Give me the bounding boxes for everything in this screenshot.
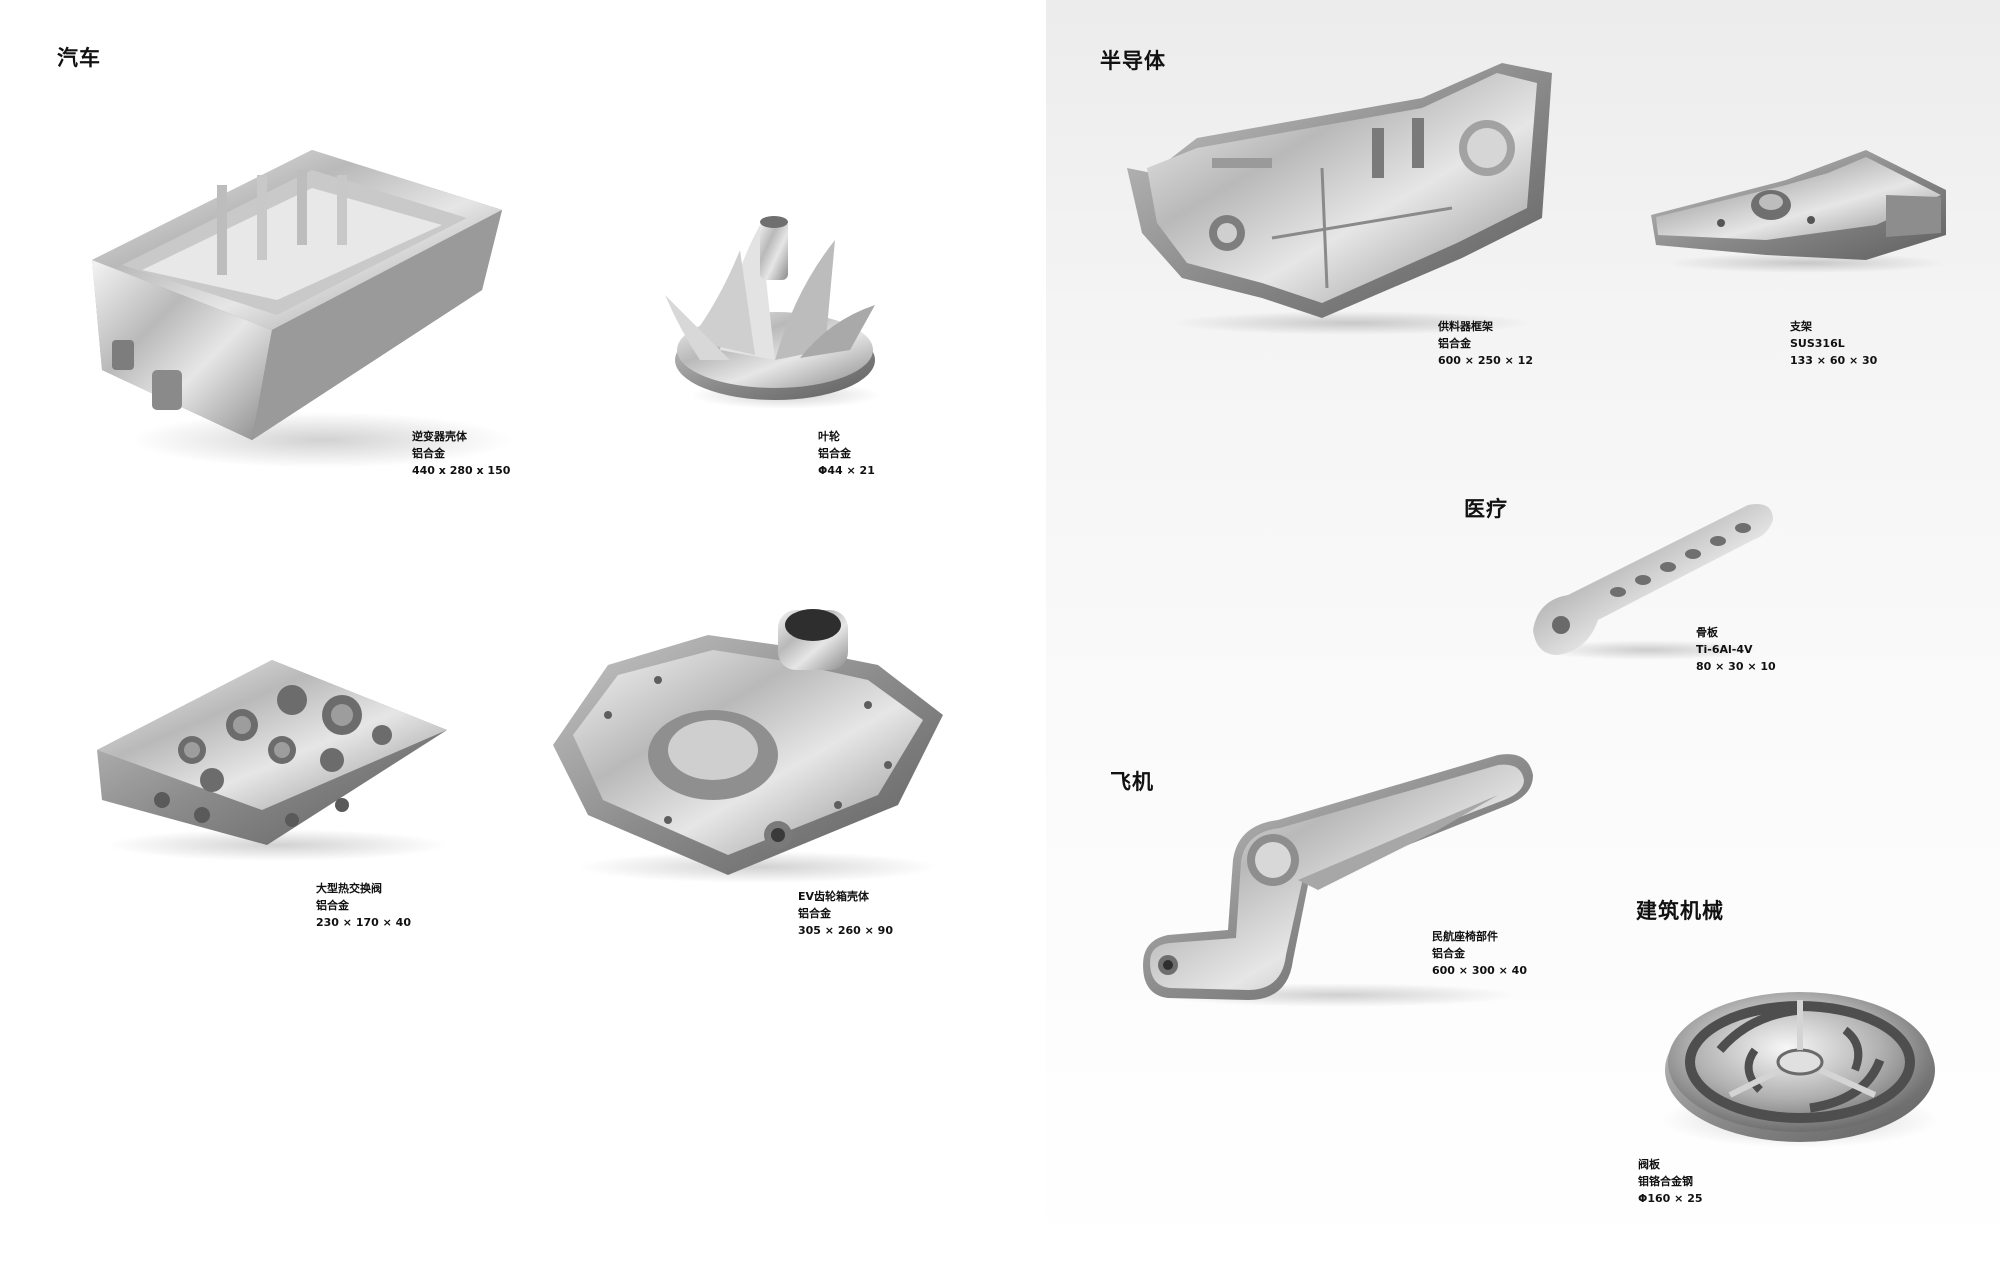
part-material: 铝合金 xyxy=(818,447,851,460)
part-name: 骨板 xyxy=(1696,626,1718,639)
bracket-image xyxy=(1646,145,1956,275)
bone-plate-image xyxy=(1528,500,1776,665)
part-material: SUS316L xyxy=(1790,337,1845,350)
caption-inverter-housing: 逆变器壳体 铝合金 440 x 280 x 150 xyxy=(412,428,510,479)
feeder-frame-image xyxy=(1122,58,1562,338)
part-size: 133 × 60 × 30 xyxy=(1790,354,1878,367)
part-material: 铝合金 xyxy=(1438,337,1471,350)
section-heading-semiconductor: 半导体 xyxy=(1100,49,1166,73)
part-size: Φ160 × 25 xyxy=(1638,1192,1703,1205)
seat-part-image xyxy=(1138,750,1538,1010)
section-heading-automotive: 汽车 xyxy=(57,46,101,70)
impeller-image xyxy=(660,210,890,410)
caption-seat-part: 民航座椅部件 铝合金 600 × 300 × 40 xyxy=(1432,928,1527,979)
part-material: 铝合金 xyxy=(316,899,349,912)
part-name: 支架 xyxy=(1790,320,1812,333)
part-material: 铝合金 xyxy=(412,447,445,460)
caption-heat-exchange-valve: 大型热交换阀 铝合金 230 × 170 × 40 xyxy=(316,880,411,931)
part-name: EV齿轮箱壳体 xyxy=(798,890,870,903)
part-size: 230 × 170 × 40 xyxy=(316,916,411,929)
heat-exchange-valve-image xyxy=(92,640,452,861)
inverter-housing-image xyxy=(82,140,512,470)
part-name: 大型热交换阀 xyxy=(316,882,382,895)
caption-feeder-frame: 供料器框架 铝合金 600 × 250 × 12 xyxy=(1438,318,1533,369)
section-heading-construction: 建筑机械 xyxy=(1636,899,1724,923)
section-heading-aircraft: 飞机 xyxy=(1110,770,1154,794)
part-material: 铝合金 xyxy=(798,907,831,920)
part-material: 铝合金 xyxy=(1432,947,1465,960)
part-name: 叶轮 xyxy=(818,430,840,443)
part-size: 305 × 260 × 90 xyxy=(798,924,893,937)
part-size: Φ44 × 21 xyxy=(818,464,875,477)
left-page xyxy=(0,0,1046,1265)
caption-bone-plate: 骨板 Ti-6Al-4V 80 × 30 × 10 xyxy=(1696,624,1776,675)
section-heading-medical: 医疗 xyxy=(1464,497,1508,521)
part-name: 供料器框架 xyxy=(1438,320,1493,333)
part-size: 600 × 300 × 40 xyxy=(1432,964,1527,977)
part-material: 钼铬合金钢 xyxy=(1638,1175,1693,1188)
part-name: 阀板 xyxy=(1638,1158,1660,1171)
part-size: 80 × 30 × 10 xyxy=(1696,660,1776,673)
part-material: Ti-6Al-4V xyxy=(1696,643,1753,656)
caption-bracket: 支架 SUS316L 133 × 60 × 30 xyxy=(1790,318,1877,369)
part-name: 逆变器壳体 xyxy=(412,430,467,443)
part-size: 600 × 250 × 12 xyxy=(1438,354,1533,367)
valve-plate-image xyxy=(1660,970,1940,1150)
ev-gearbox-housing-image xyxy=(548,605,948,885)
caption-impeller: 叶轮 铝合金 Φ44 × 21 xyxy=(818,428,875,479)
part-size: 440 x 280 x 150 xyxy=(412,464,511,477)
caption-ev-gearbox-housing: EV齿轮箱壳体 铝合金 305 × 260 × 90 xyxy=(798,888,893,939)
part-name: 民航座椅部件 xyxy=(1432,930,1498,943)
caption-valve-plate: 阀板 钼铬合金钢 Φ160 × 25 xyxy=(1638,1156,1703,1207)
